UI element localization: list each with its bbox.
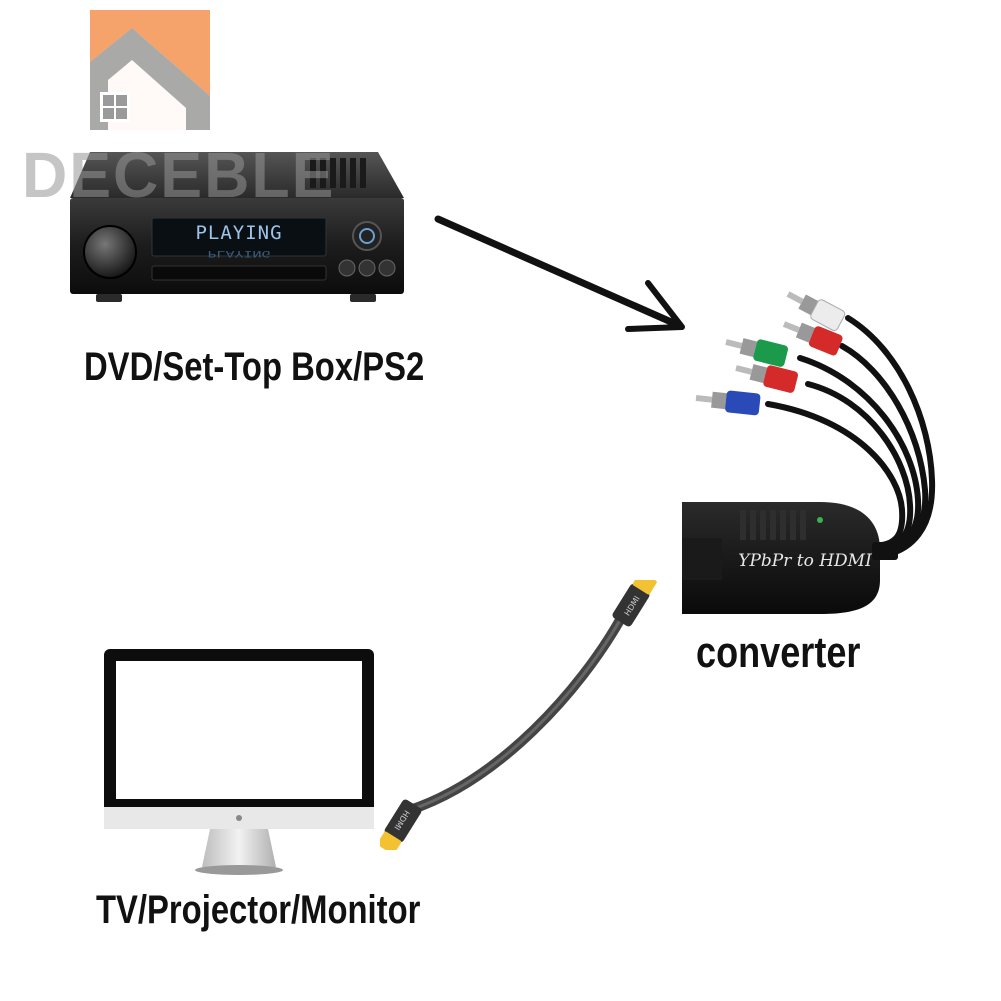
converter-box-label: YPbPr to HDMI [738,551,872,571]
led-indicator [817,517,823,523]
display-device-caption: TV/Projector/Monitor [96,888,421,932]
hdmi-cable: HDMI HDMI [380,580,657,850]
monitor-stand [202,829,276,867]
power-button-icon [352,221,382,251]
logo-window-icon [100,92,130,122]
rca-connector-blue [695,390,761,416]
monitor-device [104,649,374,875]
rca-connector-green [725,338,788,367]
monitor-logo-icon [236,815,242,821]
display-panel [151,217,327,257]
display-text: PLAYING [195,222,282,244]
volume-knob [83,225,137,279]
converter-caption: converter [696,628,861,677]
dvd-player-device: PLAYING PLAYING [70,152,404,302]
rca-connector-red [735,364,798,393]
monitor-screen [116,661,362,799]
source-device-caption: DVD/Set-Top Box/PS2 [84,345,425,389]
display-reflection: PLAYING [207,249,270,259]
ypbpr-converter: YPbPr to HDMI [682,291,936,614]
rca-connector-white [786,291,846,331]
watermark-text: DECEBLE [22,139,336,211]
hdmi-plug-bottom: HDMI [380,799,422,850]
disc-tray [151,265,327,281]
signal-arrow [434,215,685,332]
hdmi-plug-top: HDMI [612,580,657,627]
rca-connector-red [782,321,843,356]
converter-box [682,502,880,614]
watermark-logo [18,10,300,200]
